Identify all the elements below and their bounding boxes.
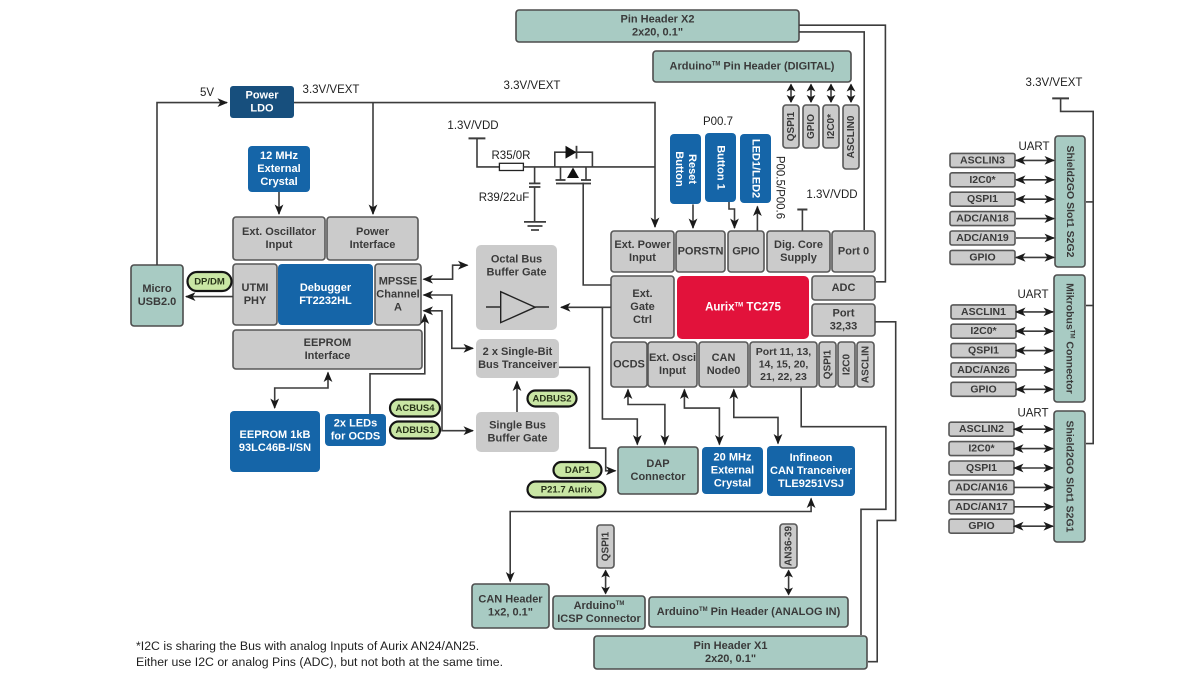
svg-text:ADC/AN18: ADC/AN18 [956, 213, 1009, 225]
svg-text:LED1/LED2: LED1/LED2 [750, 139, 762, 198]
svg-text:Port 0: Port 0 [838, 246, 869, 258]
svg-text:3.3V/VEXT: 3.3V/VEXT [504, 80, 561, 92]
svg-text:OCDS: OCDS [613, 359, 645, 371]
svg-text:ASCLIN: ASCLIN [860, 346, 871, 383]
svg-text:DAP1: DAP1 [565, 465, 591, 476]
svg-text:GPIO: GPIO [968, 520, 994, 532]
svg-text:ASCLIN1: ASCLIN1 [961, 306, 1006, 318]
svg-text:5V: 5V [200, 87, 214, 99]
svg-text:I2C0*: I2C0* [970, 325, 997, 337]
svg-text:QSPI1: QSPI1 [822, 349, 833, 379]
svg-text:ADBUS2: ADBUS2 [532, 394, 571, 405]
svg-text:ArduinoTM Pin Header (ANALOG I: ArduinoTM Pin Header (ANALOG IN) [657, 606, 841, 618]
svg-text:I2C0*: I2C0* [968, 443, 995, 455]
svg-text:ArduinoTM Pin Header (DIGITAL): ArduinoTM Pin Header (DIGITAL) [670, 61, 835, 73]
svg-text:I2C0*: I2C0* [826, 114, 837, 139]
svg-text:GPIO: GPIO [969, 251, 995, 263]
svg-text:UART: UART [1017, 289, 1048, 301]
svg-text:QSPI1: QSPI1 [968, 345, 999, 357]
svg-text:ResetButton: ResetButton [673, 151, 698, 187]
svg-text:Either use I2C or analog Pins: Either use I2C or analog Pins (ADC), but… [136, 655, 503, 669]
svg-text:ASCLIN2: ASCLIN2 [959, 423, 1004, 435]
svg-text:Button 1: Button 1 [715, 145, 727, 190]
svg-text:AN36-39: AN36-39 [783, 526, 794, 566]
svg-text:ASCLIN0: ASCLIN0 [846, 115, 857, 158]
svg-text:R39/22uF: R39/22uF [479, 192, 530, 204]
svg-text:DP/DM: DP/DM [194, 277, 225, 288]
svg-text:Shield2GO Slot1 S2G2: Shield2GO Slot1 S2G2 [1064, 145, 1076, 257]
svg-text:ADC/AN16: ADC/AN16 [955, 481, 1008, 493]
svg-text:ACBUS4: ACBUS4 [395, 403, 435, 414]
svg-text:PORSTN: PORSTN [678, 246, 724, 258]
svg-text:Port 11, 13,14, 15, 20,21, 22,: Port 11, 13,14, 15, 20,21, 22, 23 [756, 346, 812, 383]
svg-text:ADC: ADC [832, 282, 856, 294]
svg-text:P21.7 Aurix: P21.7 Aurix [541, 485, 593, 496]
svg-text:P00.5/P00.6: P00.5/P00.6 [774, 156, 786, 219]
svg-text:ADC/AN17: ADC/AN17 [955, 501, 1008, 513]
svg-text:1.3V/VDD: 1.3V/VDD [447, 120, 498, 132]
svg-text:3.3V/VEXT: 3.3V/VEXT [1026, 77, 1083, 89]
svg-text:P00.7: P00.7 [703, 116, 733, 128]
svg-text:GPIO: GPIO [806, 114, 817, 139]
svg-text:I2C0*: I2C0* [969, 174, 996, 186]
svg-text:QSPI1: QSPI1 [966, 462, 997, 474]
svg-text:1.3V/VDD: 1.3V/VDD [806, 189, 857, 201]
svg-text:UART: UART [1017, 408, 1048, 420]
svg-text:GPIO: GPIO [970, 383, 996, 395]
svg-text:UART: UART [1018, 141, 1049, 153]
svg-text:ADC/AN26: ADC/AN26 [957, 364, 1010, 376]
svg-text:R35/0R: R35/0R [492, 150, 531, 162]
svg-text:QSPI1: QSPI1 [600, 531, 611, 561]
svg-text:ASCLIN3: ASCLIN3 [960, 154, 1005, 166]
svg-text:AurixTM TC275: AurixTM TC275 [705, 302, 781, 314]
svg-text:I2C0: I2C0 [841, 354, 852, 376]
svg-text:ADBUS1: ADBUS1 [395, 425, 435, 436]
svg-text:3.3V/VEXT: 3.3V/VEXT [303, 84, 360, 96]
svg-text:QSPI1: QSPI1 [786, 111, 797, 141]
svg-text:QSPI1: QSPI1 [967, 193, 998, 205]
svg-text:MikrobusTM Connector: MikrobusTM Connector [1064, 283, 1076, 394]
svg-text:ADC/AN19: ADC/AN19 [956, 232, 1009, 244]
svg-text:GPIO: GPIO [732, 246, 760, 258]
svg-text:*I2C is sharing the Bus with a: *I2C is sharing the Bus with analog Inpu… [136, 639, 479, 653]
svg-text:Shield2GO Slot1 S2G1: Shield2GO Slot1 S2G1 [1064, 420, 1076, 532]
